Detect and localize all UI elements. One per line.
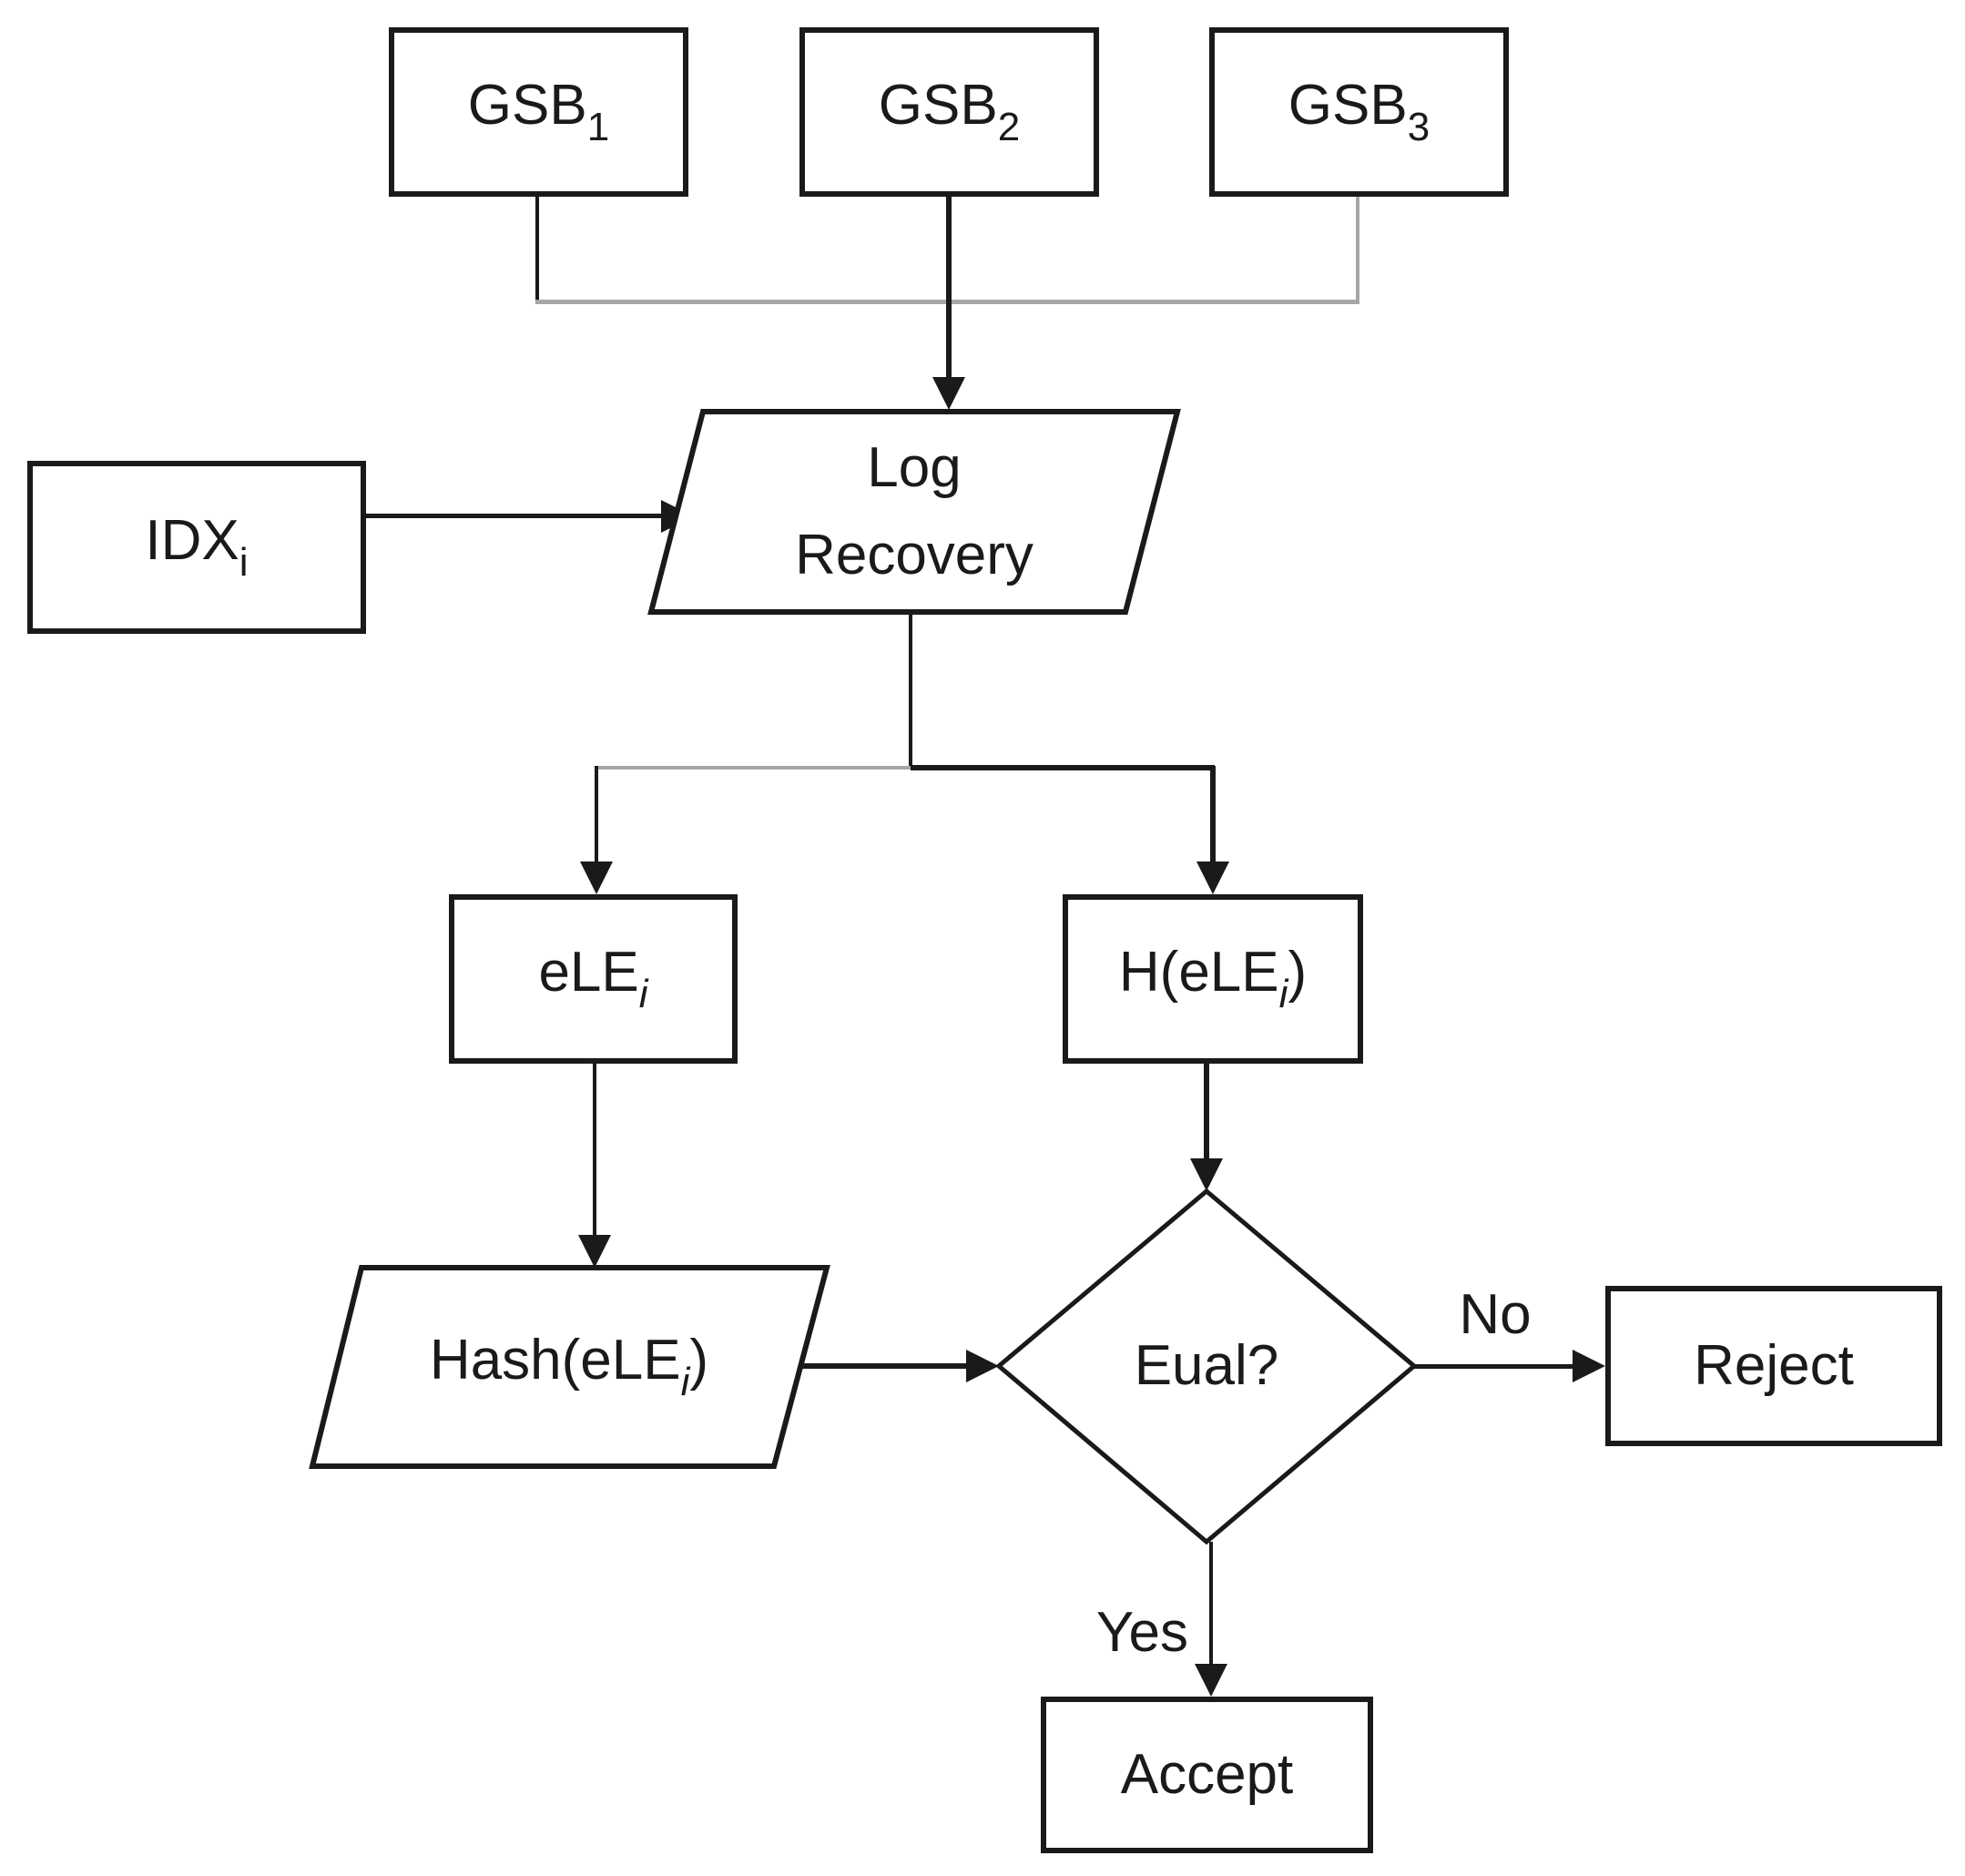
connector-gsb2-to-logrecovery: [946, 197, 952, 384]
idx-box: IDXi: [27, 461, 366, 634]
arrowhead-into-reject: [1573, 1350, 1605, 1382]
hash-parallelogram: [309, 1265, 830, 1469]
no-label: No: [1459, 1283, 1532, 1346]
arrowhead-into-ele: [580, 862, 613, 894]
connector-yes-branch: [1209, 1542, 1213, 1667]
hash-label: Hash(eLEi): [337, 1268, 801, 1466]
connector-ele-to-hash: [593, 1064, 596, 1237]
connector-split-left-horizontal: [595, 766, 912, 770]
connector-hash-to-diamond: [799, 1363, 971, 1369]
ele-box: eLEi: [449, 894, 738, 1064]
gsb1-label: GSB1: [467, 73, 610, 149]
arrowhead-into-diamond-top: [1190, 1158, 1223, 1191]
arrowhead-into-accept: [1195, 1664, 1227, 1697]
log-recovery-label: Log Recovery: [795, 435, 1033, 586]
equal-diamond: [995, 1188, 1418, 1545]
connector-gsb3-drop: [1356, 197, 1359, 303]
arrowhead-into-logrecovery: [932, 377, 965, 410]
accept-box: Accept: [1041, 1697, 1373, 1853]
ele-label: eLEi: [538, 940, 648, 1016]
gsb2-box: GSB2: [799, 27, 1099, 197]
arrowhead-into-hash: [578, 1235, 611, 1268]
gsb3-box: GSB3: [1209, 27, 1509, 197]
gsb1-box: GSB1: [389, 27, 688, 197]
log-recovery-parallelogram: [647, 409, 1181, 615]
hash-label-text: Hash(eLEi): [429, 1328, 709, 1404]
accept-label: Accept: [1120, 1743, 1294, 1806]
hele-label: H(eLEi): [1118, 940, 1308, 1016]
gsb2-label: GSB2: [878, 73, 1021, 149]
connector-split-to-ele: [595, 766, 598, 863]
arrowhead-into-hele: [1196, 862, 1229, 894]
idx-label: IDXi: [145, 508, 249, 585]
connector-split-right-horizontal: [911, 765, 1215, 770]
arrowhead-into-diamond-left: [966, 1350, 999, 1382]
connector-gsb1-drop: [535, 197, 539, 303]
reject-label: Reject: [1694, 1334, 1854, 1397]
hele-box: H(eLEi): [1063, 894, 1363, 1064]
connector-logrecovery-drop: [909, 612, 912, 770]
equal-label: Eual?: [1134, 1334, 1279, 1397]
gsb3-label: GSB3: [1288, 73, 1430, 149]
connector-no-branch: [1414, 1364, 1576, 1369]
yes-label: Yes: [1095, 1601, 1188, 1664]
reject-box: Reject: [1605, 1286, 1942, 1446]
connector-idx-to-logrecovery: [366, 514, 667, 518]
connector-hele-to-diamond: [1204, 1064, 1209, 1160]
connector-split-to-hele: [1210, 766, 1216, 863]
